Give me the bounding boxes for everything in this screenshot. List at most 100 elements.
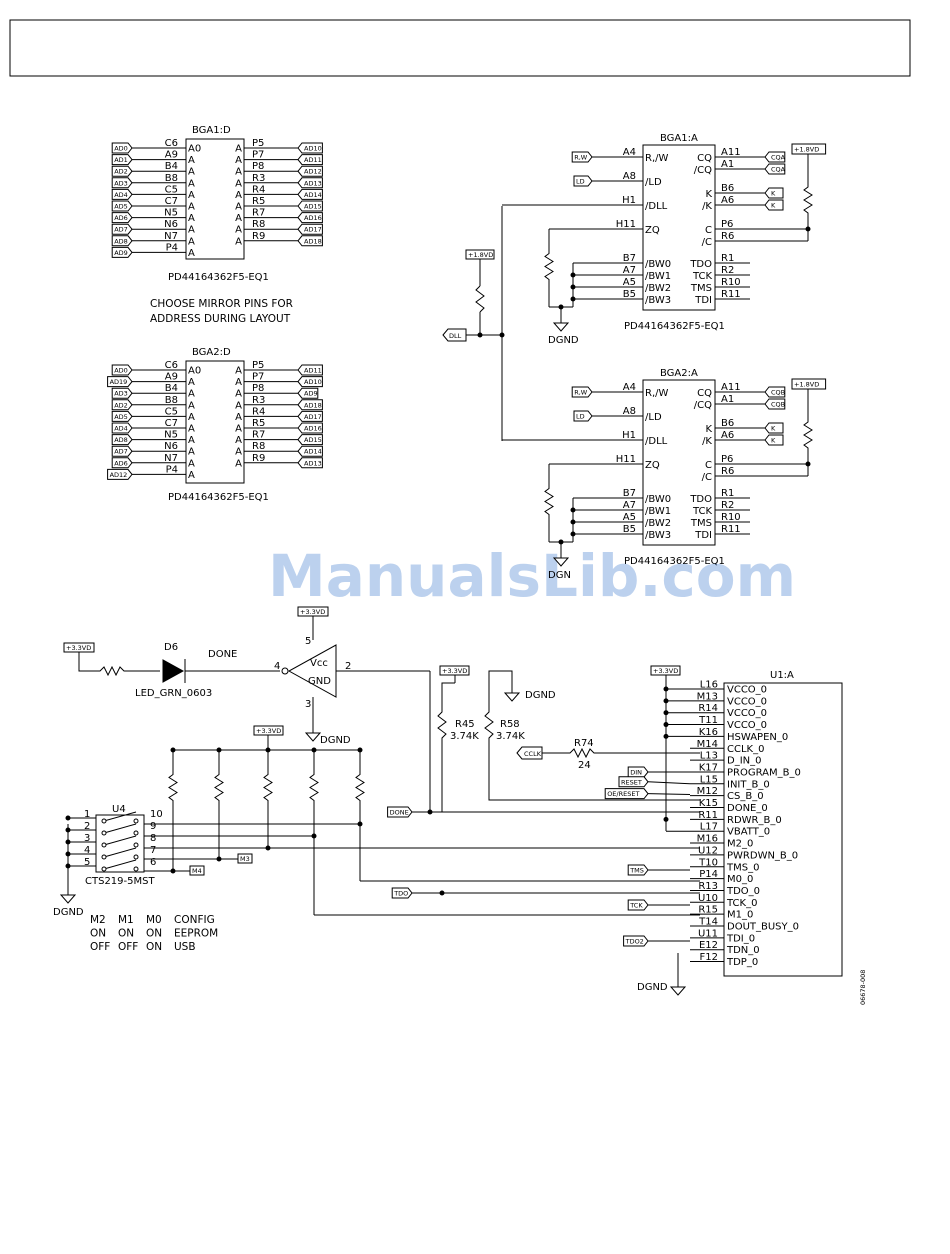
dll-net-label: DLL (449, 332, 462, 340)
dip-ref: U4 (112, 804, 126, 815)
bga1d-right-net-flag (297, 154, 323, 166)
bga1d-right-net-label: AD10 (304, 145, 322, 153)
dip-contact (133, 866, 139, 872)
bga2a-gnd-icon (552, 557, 570, 567)
dll-pwr-label: +1.8VD (468, 251, 493, 259)
u1-pin-number: L17 (700, 822, 718, 833)
bga2d-left-name: A (188, 435, 195, 446)
bga2a-title: BGA2:A (660, 368, 698, 379)
dip-gnd-junction (65, 839, 71, 845)
bga1d-right-net-label: AD12 (304, 168, 322, 176)
buffer-pin-out: 2 (345, 661, 351, 672)
bga1a-left-name: /BW3 (645, 295, 671, 306)
bga2a-left-pin: B5 (623, 524, 636, 535)
bga2d-left-name: A0 (188, 366, 201, 377)
bga1a-right-name: TMS (690, 283, 712, 294)
bga2a-right-pin: R2 (721, 500, 734, 511)
dip-j (170, 868, 176, 874)
u1-body (723, 682, 843, 977)
bga2a-right-pin: R1 (721, 488, 734, 499)
figure-id: 06678-008 (859, 970, 867, 1005)
bga1d-right-net-flag (297, 200, 323, 212)
bga1a-right-name: /C (702, 237, 712, 248)
bga2d-left-net-flag (107, 376, 133, 388)
u1-oereset-flag (604, 788, 649, 800)
bga2a-bw-junction (570, 531, 576, 537)
bga1d-right-pin: R3 (252, 173, 265, 184)
dip-switch-lever (103, 811, 137, 822)
bga1d-left-name: A (188, 178, 195, 189)
bga1d-right-name: A (235, 202, 242, 213)
done-junction (427, 809, 433, 815)
dip-contact (133, 854, 139, 860)
u1-pin-name: VBATT_0 (727, 827, 770, 838)
bga2d-left-name: A (188, 470, 195, 481)
bga2d-right-pin: P7 (252, 372, 264, 383)
config-cell: OFF (118, 941, 138, 953)
r58-ref: R58 (500, 719, 520, 730)
u1-pin-name: HSWAPEN_0 (727, 732, 788, 743)
bga2a-c-resistor (803, 418, 813, 452)
bga2d-title: BGA2:D (192, 347, 231, 358)
bga2a-part: PD44164362F5-EQ1 (624, 556, 725, 567)
bga1a-bw-junction (570, 284, 576, 290)
bga1a-right-name: CQ (697, 153, 712, 164)
bga1d-left-net-label: AD2 (114, 168, 128, 176)
bga1d-right-pin: P7 (252, 150, 264, 161)
led-net: DONE (208, 649, 237, 660)
bga2a-right-name: K (705, 424, 712, 435)
bga2a-out-net-label: K (771, 425, 776, 433)
u1-pin-name: M0_0 (727, 874, 753, 885)
bga1a-c-junction (805, 226, 811, 232)
bga1d-left-name: A (188, 167, 195, 178)
u1-reset-wire (647, 781, 691, 785)
bga1a-left-name: /DLL (645, 201, 668, 212)
dip-left-pin: 5 (84, 857, 90, 868)
dip-contact (133, 842, 139, 848)
dip-rail-junction (357, 747, 363, 753)
u1-pin-number: R15 (698, 905, 718, 916)
bga2d-right-net-label: AD9 (304, 390, 318, 398)
bga1d-left-net-label: AD3 (114, 179, 128, 187)
dip-left-pin: 3 (84, 833, 90, 844)
u1-pin-number: T11 (698, 715, 718, 726)
u1-pin-number: P14 (699, 869, 718, 880)
bga1d-left-name: A (188, 213, 195, 224)
cclk-label: CCLK (524, 750, 542, 758)
led-circuit: +3.3VD D6 DONE LED_GRN_0603 (63, 642, 280, 699)
bga1d-right-net-flag (297, 177, 323, 189)
r74-ref: R74 (574, 738, 594, 749)
config-cell: M2 (90, 914, 106, 926)
bga2a-right-pin: R6 (721, 466, 734, 477)
dip-right-pin: 9 (150, 821, 156, 832)
u1-pin-name: TDN_0 (726, 945, 760, 956)
bga1d-right-pin: P5 (252, 138, 264, 149)
bga2a-right-pin: A11 (721, 382, 741, 393)
dip-right-pin: 7 (150, 845, 156, 856)
bga2a-gnd-label: DGN (548, 570, 571, 581)
bga2a-right-name: TDO (689, 494, 712, 505)
bga2d-left-net-flag (111, 387, 133, 399)
bga1a-left-pin: H1 (622, 195, 636, 206)
bga2a-right-name: TMS (690, 518, 712, 529)
dip-j (311, 833, 317, 839)
dip-rail-junction (170, 747, 176, 753)
dip-switch-lever (103, 859, 137, 870)
bga1a-right-name: K (705, 189, 712, 200)
u1-tdo-label: TDO (393, 890, 408, 898)
bga2d-right-name: A (235, 458, 242, 469)
bga2a-right-pin: R11 (721, 524, 741, 535)
bga1d-right-name: A (235, 155, 242, 166)
bga2d-left-net-flag (111, 434, 133, 446)
bga2d-right-net-flag (297, 410, 323, 422)
bga1a-right-pin: P6 (721, 219, 733, 230)
led-value: LED_GRN_0603 (135, 688, 212, 699)
dll-network: +1.8VD DLL (442, 206, 505, 441)
bga2d-right-pin: R3 (252, 395, 265, 406)
config-cell: OFF (90, 941, 110, 953)
bga1a-right-pin: A6 (721, 195, 734, 206)
bga2d-left-net-label: AD6 (114, 459, 128, 467)
r58: DGND R58 3.74K (484, 670, 700, 801)
dip-rail-junction (311, 747, 317, 753)
bga2a-left-pin: B7 (623, 488, 636, 499)
